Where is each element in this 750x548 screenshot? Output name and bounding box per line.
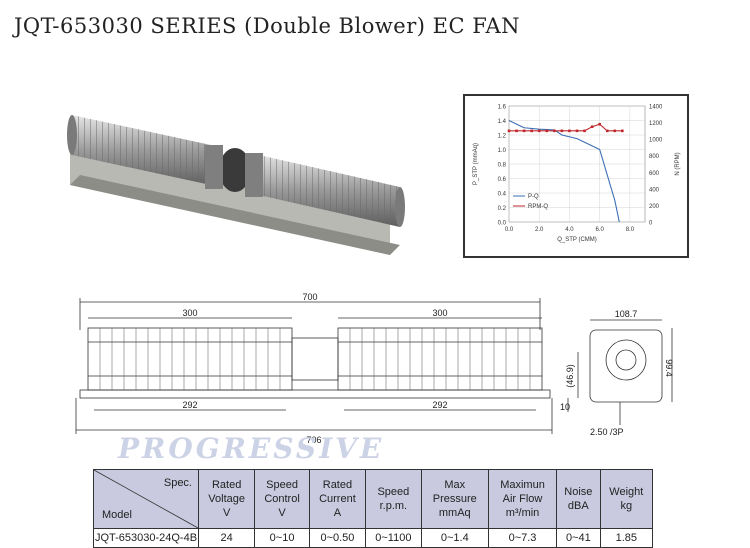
- cell-speed-control: 0~10: [254, 528, 310, 548]
- y-left-tick-label: 1.0: [498, 148, 507, 154]
- dim-left-bottom: 292: [182, 400, 197, 410]
- data-point: [545, 129, 549, 133]
- y-right-tick-label: 800: [649, 154, 660, 160]
- cell-voltage: 24: [197, 528, 256, 548]
- data-point: [537, 129, 541, 133]
- y-right-axis-label: N (RPM): [675, 152, 681, 175]
- data-point: [575, 129, 579, 133]
- data-point: [590, 125, 594, 129]
- y-right-tick-label: 200: [649, 204, 660, 210]
- series-line-P-Q: [508, 120, 620, 223]
- y-left-tick-label: 1.6: [498, 105, 507, 111]
- x-tick-label: 2.0: [535, 227, 544, 233]
- dimension-drawing: 700 300 300 292 292 706 108.7 99.4 (46.9…: [75, 292, 674, 445]
- y-left-tick-label: 0.0: [498, 221, 507, 227]
- dim-10: 10: [560, 402, 570, 412]
- spec-model-header: Spec. Model: [93, 469, 199, 529]
- page-title: JQT-653030 SERIES (Double Blower) EC FAN: [14, 14, 521, 38]
- data-point: [613, 129, 617, 133]
- data-point: [560, 129, 564, 133]
- data-point: [598, 122, 601, 126]
- x-tick-label: 0.0: [505, 227, 514, 233]
- y-left-axis-label: P_STP (mmAq): [473, 143, 479, 185]
- dim-right-top: 300: [432, 308, 447, 318]
- legend-entry: P-Q: [528, 194, 539, 200]
- data-point: [553, 129, 556, 133]
- table-row: JQT-653030-24Q-4B 24 0~10 0~0.50 0~1100 …: [93, 528, 654, 548]
- dim-base: 706: [306, 435, 321, 445]
- diagonal-divider: [94, 470, 198, 528]
- y-left-tick-label: 1.4: [498, 119, 507, 125]
- dim-width: 108.7: [615, 309, 638, 319]
- y-right-tick-label: 600: [649, 171, 660, 177]
- y-right-tick-label: 0: [649, 221, 653, 227]
- y-right-tick-label: 400: [649, 187, 660, 193]
- cell-current: 0~0.50: [308, 528, 367, 548]
- model-label: Model: [102, 509, 132, 521]
- cell-pressure: 0~1.4: [420, 528, 489, 548]
- y-left-tick-label: 1.2: [498, 134, 507, 140]
- dim-left: (46.9): [565, 364, 575, 388]
- data-point: [568, 129, 571, 133]
- y-right-tick-label: 1200: [649, 121, 663, 127]
- x-tick-label: 8.0: [626, 227, 635, 233]
- data-point: [605, 129, 609, 133]
- y-right-tick-label: 1400: [649, 105, 663, 111]
- dim-total: 700: [302, 292, 317, 302]
- y-left-tick-label: 0.2: [498, 206, 507, 212]
- data-point: [530, 129, 533, 133]
- cell-air-flow: 0~7.3: [487, 528, 558, 548]
- cell-noise: 0~41: [556, 528, 601, 548]
- cell-weight: 1.85: [599, 528, 654, 548]
- dim-height: 99.4: [664, 359, 674, 377]
- performance-chart: 0.0 0.2 0.4 0.6 0.8 1.0 1.2 1.4 1.6 0 200 400 600 800…: [463, 94, 689, 258]
- performance-chart-svg: 0.0 0.2 0.4 0.6 0.8 1.0 1.2 1.4 1.6 0 200 400 600 800…: [473, 105, 681, 244]
- data-point: [522, 129, 526, 133]
- watermark-text: PROGRESSIVE: [118, 432, 385, 465]
- y-left-tick-label: 0.6: [498, 177, 507, 183]
- spec-label: Spec.: [163, 477, 192, 489]
- data-point: [583, 129, 586, 133]
- dim-right-bottom: 292: [432, 400, 447, 410]
- data-point: [515, 129, 518, 133]
- series-line-RPM-Q: [509, 123, 623, 132]
- y-left-tick-label: 0.4: [498, 192, 507, 198]
- dim-left-top: 300: [182, 308, 197, 318]
- data-point: [507, 129, 511, 133]
- cell-speed: 0~1100: [365, 528, 422, 548]
- product-photo: [67, 115, 405, 255]
- x-axis-label: Q_STP (CMM): [557, 237, 597, 243]
- x-tick-label: 6.0: [595, 227, 604, 233]
- x-tick-label: 4.0: [565, 227, 574, 233]
- cell-model: JQT-653030-24Q-4B: [93, 528, 199, 548]
- drawing-note: 2.50 /3P: [590, 427, 624, 437]
- data-point: [621, 129, 624, 133]
- y-right-tick-label: 1000: [649, 138, 663, 144]
- y-left-tick-label: 0.8: [498, 163, 507, 169]
- legend-entry: RPM-Q: [528, 204, 548, 210]
